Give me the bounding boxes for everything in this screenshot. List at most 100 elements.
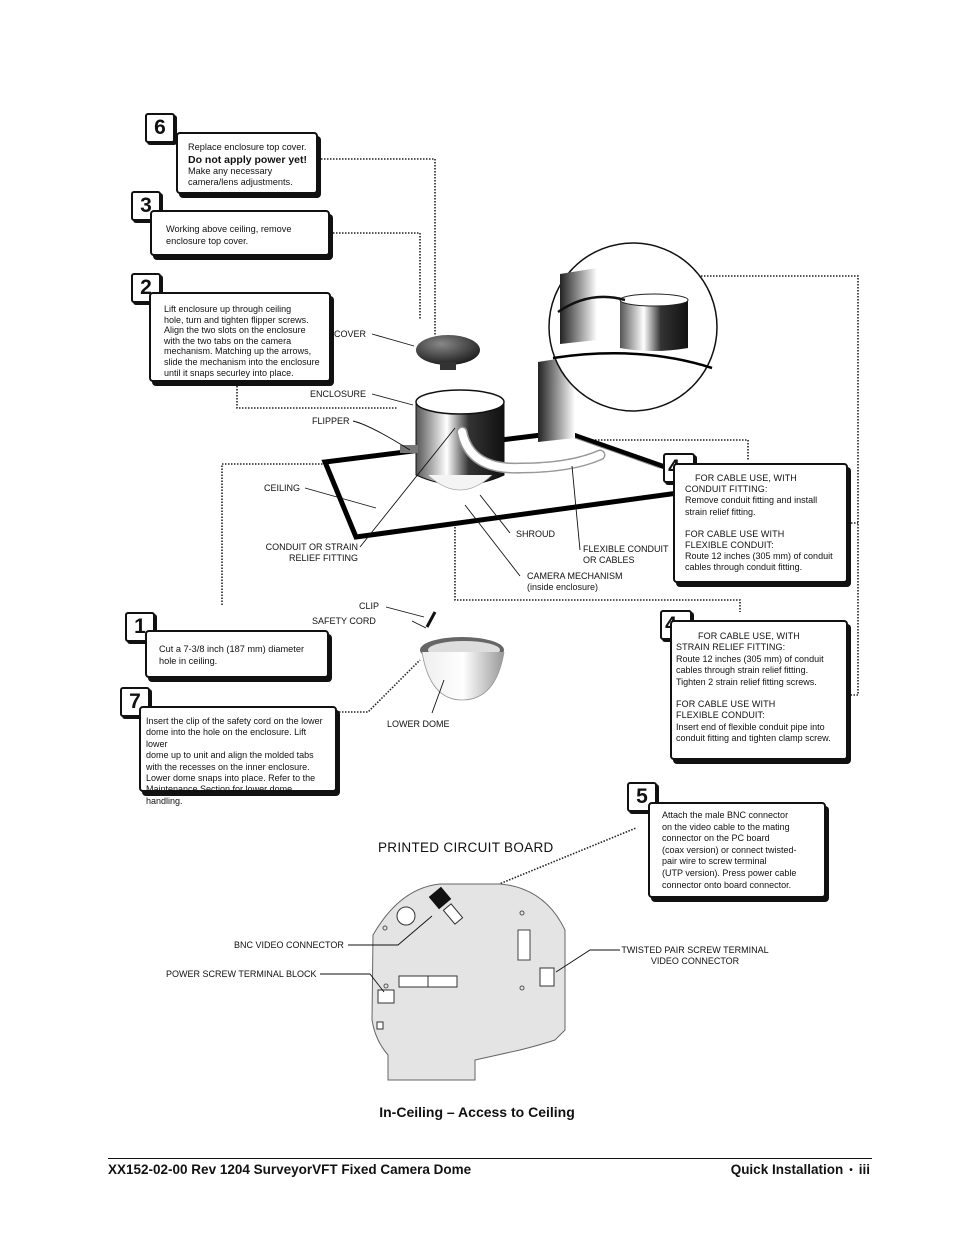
leader-step6 [318,158,436,335]
spacer [676,688,838,699]
step-number-6: 6 [145,113,175,143]
step-5-line: pair wire to screw terminal [662,856,767,867]
step-4b-line: STRAIN RELIEF FITTING: [676,642,786,653]
step-4b-line: Tighten 2 strain relief fitting screws. [676,676,817,687]
callout-line: CONDUIT OR STRAIN [265,542,358,552]
footer-section: Quick Installation • iii [731,1162,870,1177]
bullet-icon: • [849,1165,853,1176]
step-4b-line: FOR CABLE USE WITH [676,699,776,710]
step-3-box: Working above ceiling, remove enclosure … [150,210,330,256]
step-4b-line: Route 12 inches (305 mm) of conduit [676,653,824,664]
step-5-box: Attach the male BNC connector on the vid… [648,802,826,898]
callout-line: RELIEF FITTING [288,552,358,563]
step-1-line: hole in ceiling. [159,655,218,666]
step-7-line: dome up to unit and align the molded tab… [146,750,314,761]
step-7-line: Maintenance Section for lower dome handl… [146,784,293,806]
step-5-line: Attach the male BNC connector [662,810,789,820]
callout-enclosure: ENCLOSURE [310,389,367,399]
callout-flexible-conduit: FLEXIBLE CONDUIT OR CABLES [583,544,669,565]
step-5-line: connector onto board connector. [662,879,792,890]
step-7-line: Lower dome snaps into place. Refer to th… [146,773,316,784]
step-number-text: 5 [636,785,648,808]
pcb-board-art [371,883,566,1081]
callout-twisted-pair: TWISTED PAIR SCREW TERMINAL VIDEO CONNEC… [618,945,772,966]
step-4a-line: cables through conduit fitting. [685,562,803,573]
pcb-title: PRINTED CIRCUIT BOARD [378,840,554,855]
step-4b-line: FLEXIBLE CONDUIT: [676,710,765,721]
callout-safety-cord: SAFETY CORD [312,616,376,626]
step-4b-line: FOR CABLE USE, WITH [698,631,800,641]
step-2-line: slide the mechanism into the enclosure [164,356,320,367]
step-5-line: (UTP version). Press power cable [662,867,797,878]
magnified-detail [548,242,718,412]
lower-dome-art [420,611,505,701]
step-number-text: 6 [154,116,166,139]
step-6-warning: Do not apply power yet! [188,153,308,166]
callout-power-terminal: POWER SCREW TERMINAL BLOCK [166,969,317,979]
step-2-line: mechanism. Matching up the arrows, [164,346,312,357]
callout-camera-mechanism: CAMERA MECHANISM (inside enclosure) [527,571,623,592]
enclosure [400,389,505,491]
step-6-line: camera/lens adjustments. [188,177,293,188]
step-4b-line: conduit fitting and tighten clamp screw. [676,733,831,744]
step-number-7: 7 [120,687,150,717]
callout-cover: COVER [334,329,367,339]
callout-flipper: FLIPPER [312,416,350,426]
step-4b-line: Insert end of flexible conduit pipe into [676,721,825,732]
step-4a-line: Remove conduit fitting and install [685,495,818,506]
callout-shroud: SHROUD [516,529,556,539]
step-4a-line: FOR CABLE USE WITH [685,528,785,539]
step-6-line: Replace enclosure top cover. [188,142,307,152]
callout-bnc-connector: BNC VIDEO CONNECTOR [234,940,344,950]
step-4b-box: FOR CABLE USE, WITH STRAIN RELIEF FITTIN… [670,620,848,760]
step-2-line: Align the two slots on the enclosure [164,325,306,336]
callout-clip: CLIP [359,601,380,611]
callout-line: OR CABLES [583,554,635,565]
callout-arrows [304,333,620,993]
callout-line: (inside enclosure) [527,581,599,592]
step-number-text: 7 [129,690,141,713]
step-4a-line: strain relief fitting. [685,506,756,517]
step-4a-box: FOR CABLE USE, WITH CONDUIT FITTING: Rem… [673,463,848,583]
step-7-box: Insert the clip of the safety cord on th… [139,706,337,806]
step-4a-line: CONDUIT FITTING: [685,484,768,495]
step-4a-line: FLEXIBLE CONDUIT: [685,540,774,551]
step-7-line: dome into the hole on the enclosure. Lif… [146,727,307,749]
figure-caption: In-Ceiling – Access to Ceiling [379,1104,575,1120]
step-2-line: hole, turn and tighten flipper screws. [164,314,309,325]
step-4b-line: cables through strain relief fitting. [676,665,809,676]
step-1-line: Cut a 7-3/8 inch (187 mm) diameter [159,644,305,654]
step-5-line: on the video cable to the mating [662,821,790,832]
document-id: XX152-02-00 Rev 1204 SurveyorVFT Fixed C… [108,1162,472,1177]
step-7-line: with the recesses on the inner enclosure… [146,761,310,772]
callout-lower-dome: LOWER DOME [387,719,450,729]
footer-divider [108,1158,872,1159]
step-number-1: 1 [125,612,155,642]
spacer [685,518,838,529]
step-5-line: connector on the PC board [662,833,770,844]
step-5-line: (coax version) or connect twisted- [662,844,797,855]
step-2-line: until it snaps securley into place. [164,367,294,378]
callout-line: CAMERA MECHANISM [527,571,623,581]
step-2-line: Lift enclosure up through ceiling [164,304,292,314]
step-1-box: Cut a 7-3/8 inch (187 mm) diameter hole … [145,630,329,678]
step-3-line: enclosure top cover. [166,235,249,246]
step-4a-line: FOR CABLE USE, WITH [695,473,797,483]
step-number-text: 3 [140,194,152,217]
callout-line: FLEXIBLE CONDUIT [583,544,669,554]
page-number: iii [858,1162,870,1177]
step-6-line: Make any necessary [188,165,273,176]
callout-conduit-fitting: CONDUIT OR STRAIN RELIEF FITTING [262,542,358,563]
callout-line: TWISTED PAIR SCREW TERMINAL [621,945,769,955]
step-2-box: Lift enclosure up through ceiling hole, … [149,292,331,382]
callout-line: VIDEO CONNECTOR [650,955,740,966]
step-7-line: Insert the clip of the safety cord on th… [146,716,323,726]
step-6-box: Replace enclosure top cover. Do not appl… [176,132,318,194]
section-name: Quick Installation [730,1162,844,1177]
callout-ceiling: CEILING [264,483,301,493]
cover [416,335,480,370]
step-number-text: 1 [134,615,146,638]
ceiling-plane [321,429,723,540]
step-number-text: 2 [140,276,152,299]
